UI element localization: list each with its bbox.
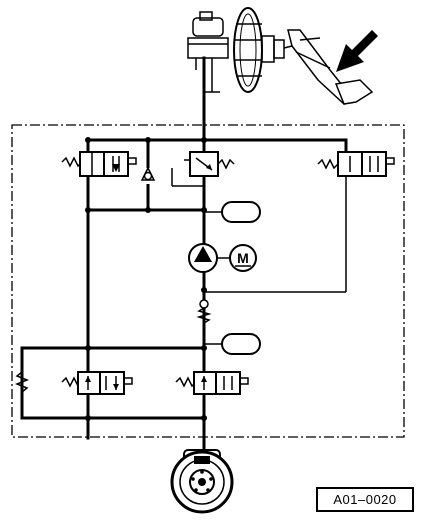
accumulator-icon [221, 201, 261, 223]
brake-booster-icon [187, 7, 301, 93]
solenoid-valve-icon [61, 151, 137, 177]
solenoid-valve-icon [175, 371, 249, 395]
brake-pedal-icon [287, 29, 374, 106]
hydraulic-pump-icon [188, 243, 218, 273]
hydraulic-lines [20, 138, 348, 462]
electric-motor-icon: M [229, 244, 257, 272]
hydraulic-unit-boundary [11, 124, 405, 438]
solenoid-valve-icon [317, 151, 395, 177]
solenoid-valve-icon [184, 151, 235, 177]
motor-label: M [237, 250, 249, 266]
junction-dots [85, 137, 207, 421]
solenoid-valve-icon [61, 371, 133, 395]
spring-icon [14, 371, 30, 393]
wheel-brake-disc-icon [170, 449, 234, 514]
figure-id-label: A01–0020 [316, 487, 414, 512]
accumulator-icon [221, 333, 261, 355]
force-arrow-icon [336, 30, 378, 72]
check-valve-icon [196, 299, 212, 324]
check-valve-icon [140, 166, 156, 184]
